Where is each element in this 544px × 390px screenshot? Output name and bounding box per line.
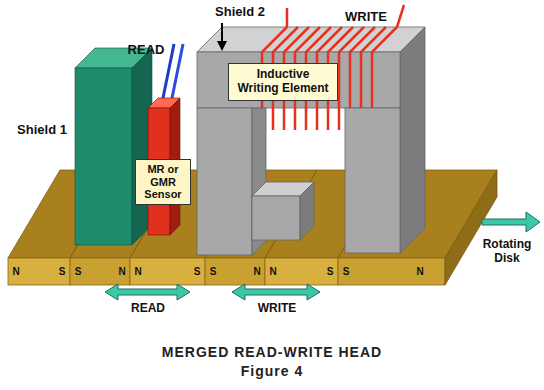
shield-front bbox=[75, 68, 132, 245]
pointer-head bbox=[217, 41, 227, 51]
pole-letter: N bbox=[134, 266, 141, 278]
pole-letter: S bbox=[59, 266, 66, 278]
part-label: Shield 2 bbox=[215, 5, 265, 20]
write-wire bbox=[286, 8, 289, 27]
box-text: Inductive Writing Element bbox=[237, 68, 329, 96]
pole-letter: N bbox=[253, 266, 260, 278]
arrow-label: WRITE bbox=[258, 302, 297, 316]
arrow-label: Rotating Disk bbox=[476, 238, 538, 266]
pole-letter: N bbox=[416, 266, 423, 278]
double-arrow bbox=[105, 284, 190, 300]
pole-letter: S bbox=[75, 266, 82, 278]
arrow-label: READ bbox=[131, 302, 165, 316]
pole-tip-side bbox=[300, 182, 314, 240]
disk-bit bbox=[338, 258, 445, 285]
write-wire bbox=[397, 5, 404, 27]
wire-label: READ bbox=[128, 43, 165, 58]
direction-arrow bbox=[482, 212, 540, 232]
pole-letter: S bbox=[210, 266, 217, 278]
yoke-front bbox=[197, 52, 400, 108]
sensor-label-box: MR or GMR Sensor bbox=[135, 159, 191, 205]
disk-bit bbox=[130, 258, 205, 285]
yoke-right-leg bbox=[345, 108, 400, 253]
pole-letter: S bbox=[327, 266, 334, 278]
yoke-left-leg bbox=[197, 108, 252, 255]
wire-label: WRITE bbox=[345, 10, 387, 25]
writer-label-box: Inductive Writing Element bbox=[228, 63, 338, 101]
disk-side bbox=[445, 170, 497, 285]
pole-tip-front bbox=[252, 196, 300, 240]
double-arrow bbox=[232, 284, 320, 300]
disk-bit bbox=[265, 258, 338, 285]
read-wire bbox=[171, 44, 183, 103]
box-text: MR or GMR Sensor bbox=[139, 163, 187, 201]
coil-turn bbox=[361, 27, 386, 108]
disk-bit bbox=[8, 258, 70, 285]
disk-bit bbox=[70, 258, 130, 285]
yoke-side bbox=[400, 27, 425, 253]
diagram-title: MERGED READ-WRITE HEAD bbox=[0, 344, 544, 360]
figure-caption: Figure 4 bbox=[0, 363, 544, 379]
pole-letter: N bbox=[12, 266, 19, 278]
pole-letter: S bbox=[194, 266, 201, 278]
disk-bit bbox=[205, 258, 265, 285]
pole-letter: N bbox=[118, 266, 125, 278]
pointer-arrow bbox=[221, 23, 223, 42]
pole-letter: S bbox=[343, 266, 350, 278]
pole-letter: N bbox=[269, 266, 276, 278]
coil-turn bbox=[372, 27, 397, 108]
part-label: Shield 1 bbox=[17, 123, 67, 138]
